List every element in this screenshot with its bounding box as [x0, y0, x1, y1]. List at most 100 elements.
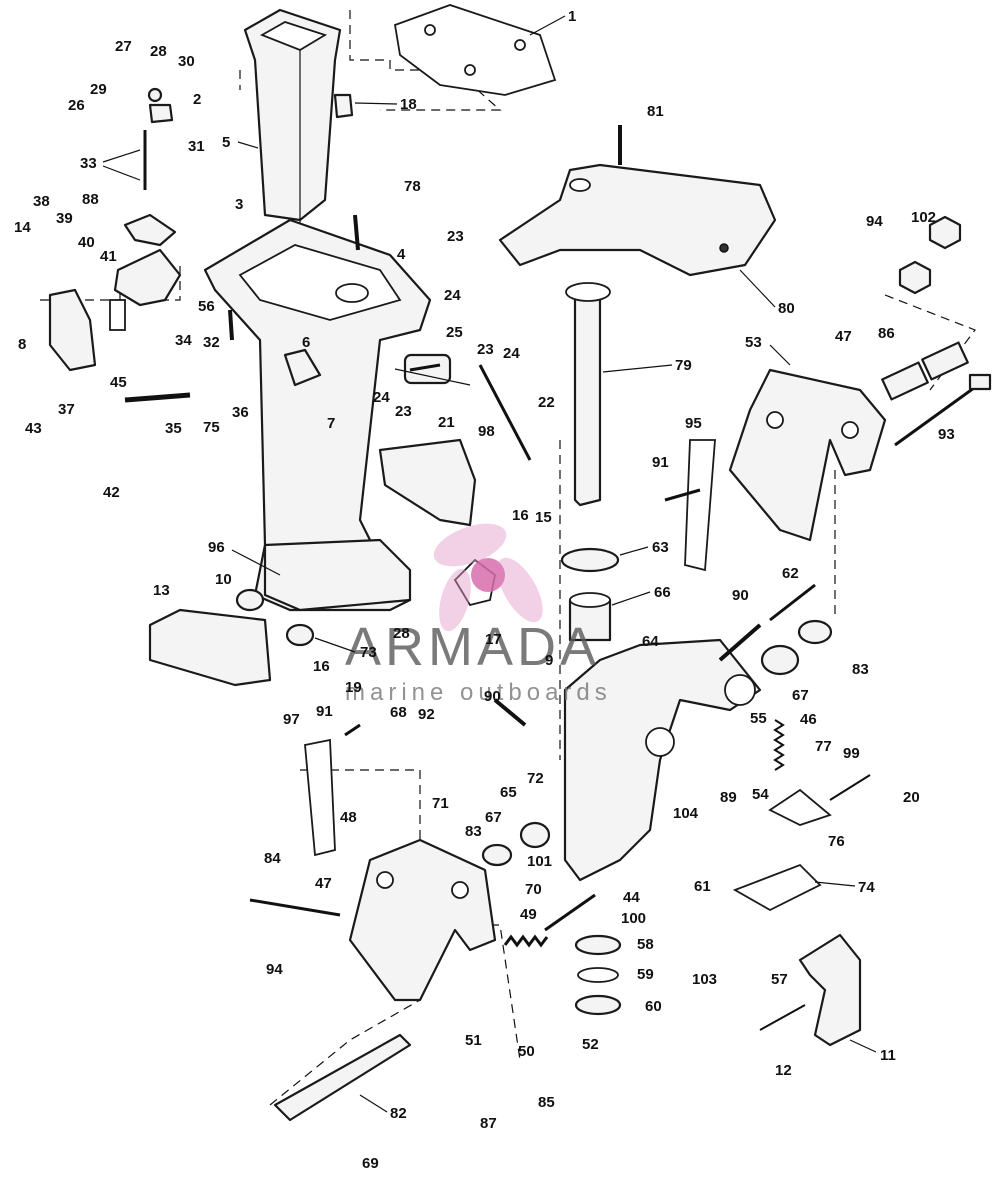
rubber-mount [394, 353, 471, 386]
callout-93: 93 [938, 426, 955, 443]
callout-9: 9 [545, 652, 553, 669]
bracket-cover [378, 438, 477, 527]
watermark-title: ARMADA [345, 617, 600, 677]
callout-28-a: 28 [150, 43, 167, 60]
callout-55: 55 [750, 710, 767, 727]
callout-11: 11 [880, 1047, 896, 1064]
callout-47-a: 47 [835, 328, 852, 345]
callout-39: 39 [56, 210, 73, 227]
callout-56: 56 [198, 298, 215, 315]
callout-34: 34 [175, 332, 192, 349]
callout-103: 103 [692, 971, 717, 988]
callout-74: 74 [858, 879, 875, 896]
callout-73: 73 [360, 644, 377, 661]
callout-101: 101 [527, 853, 552, 870]
callout-24-c: 24 [373, 389, 390, 406]
callout-13: 13 [153, 582, 170, 599]
callout-5: 5 [222, 134, 230, 151]
reverse-lock-spring [503, 934, 549, 948]
callout-67-b: 67 [485, 809, 502, 826]
callout-42: 42 [103, 484, 120, 501]
callout-47-b: 47 [315, 875, 332, 892]
callout-17: 17 [485, 631, 502, 648]
callout-63: 63 [652, 539, 669, 556]
callout-70: 70 [525, 881, 542, 898]
callout-92: 92 [418, 706, 435, 723]
callout-43: 43 [25, 420, 42, 437]
callout-32: 32 [203, 334, 220, 351]
tilt-pin [894, 373, 992, 447]
callout-8: 8 [18, 336, 26, 353]
swivel-bushings [560, 547, 620, 642]
callout-29: 29 [90, 81, 107, 98]
tilt-bushings [519, 644, 800, 849]
callout-19: 19 [345, 679, 362, 696]
callout-95: 95 [685, 415, 702, 432]
callout-66: 66 [654, 584, 671, 601]
callout-91-b: 91 [316, 703, 333, 720]
callout-53: 53 [745, 334, 762, 351]
callout-27: 27 [115, 38, 132, 55]
callout-71: 71 [432, 795, 449, 812]
clamp-handle [798, 933, 862, 1047]
callout-45: 45 [110, 374, 127, 391]
callout-59: 59 [637, 966, 654, 983]
callout-79: 79 [675, 357, 692, 374]
callout-86: 86 [878, 325, 895, 342]
callout-78: 78 [404, 178, 421, 195]
callout-49: 49 [520, 906, 537, 923]
callout-57: 57 [771, 971, 788, 988]
callout-68: 68 [390, 704, 407, 721]
grommet [285, 623, 315, 647]
callout-31: 31 [188, 138, 205, 155]
callout-85: 85 [538, 1094, 555, 1111]
callout-54: 54 [752, 786, 769, 803]
callout-94-a: 94 [866, 213, 883, 230]
callout-96: 96 [208, 539, 225, 556]
callout-23-a: 23 [447, 228, 464, 245]
callout-65: 65 [500, 784, 517, 801]
callout-69: 69 [362, 1155, 379, 1172]
callout-23-c: 23 [395, 403, 412, 420]
callout-24-b: 24 [503, 345, 520, 362]
callout-40: 40 [78, 234, 95, 251]
tilt-linkage [732, 788, 832, 912]
callout-25: 25 [446, 324, 463, 341]
callout-24-a: 24 [444, 287, 461, 304]
callout-33: 33 [80, 155, 97, 172]
callout-37: 37 [58, 401, 75, 418]
callout-23-b: 23 [477, 341, 494, 358]
exhaust-housing [243, 8, 342, 222]
watermark-subtitle: marine outboards [345, 679, 612, 706]
callout-22: 22 [538, 394, 555, 411]
callout-50: 50 [518, 1043, 535, 1060]
nuts-top-right [898, 215, 962, 295]
callout-72: 72 [527, 770, 544, 787]
callout-88: 88 [82, 191, 99, 208]
callout-99: 99 [843, 745, 860, 762]
callout-14: 14 [14, 219, 31, 236]
callout-7: 7 [327, 415, 335, 432]
stern-bracket-left [348, 838, 497, 1002]
callout-16-b: 16 [313, 658, 330, 675]
watermark-logo [433, 523, 543, 632]
callout-84: 84 [264, 850, 281, 867]
callout-36: 36 [232, 404, 249, 421]
callout-98: 98 [478, 423, 495, 440]
callout-76: 76 [828, 833, 845, 850]
callout-58: 58 [637, 936, 654, 953]
callout-35: 35 [165, 420, 182, 437]
callout-91-a: 91 [652, 454, 669, 471]
lower-cover [148, 608, 272, 687]
callout-104: 104 [673, 805, 699, 822]
callout-102: 102 [911, 209, 936, 226]
callout-90-b: 90 [484, 688, 501, 705]
steering-tube [565, 282, 611, 507]
thrust-rings [574, 934, 622, 1016]
callout-67-a: 67 [792, 687, 809, 704]
callout-10: 10 [215, 571, 232, 588]
callout-60: 60 [645, 998, 662, 1015]
callout-90-a: 90 [732, 587, 749, 604]
callout-83-b: 83 [465, 823, 482, 840]
